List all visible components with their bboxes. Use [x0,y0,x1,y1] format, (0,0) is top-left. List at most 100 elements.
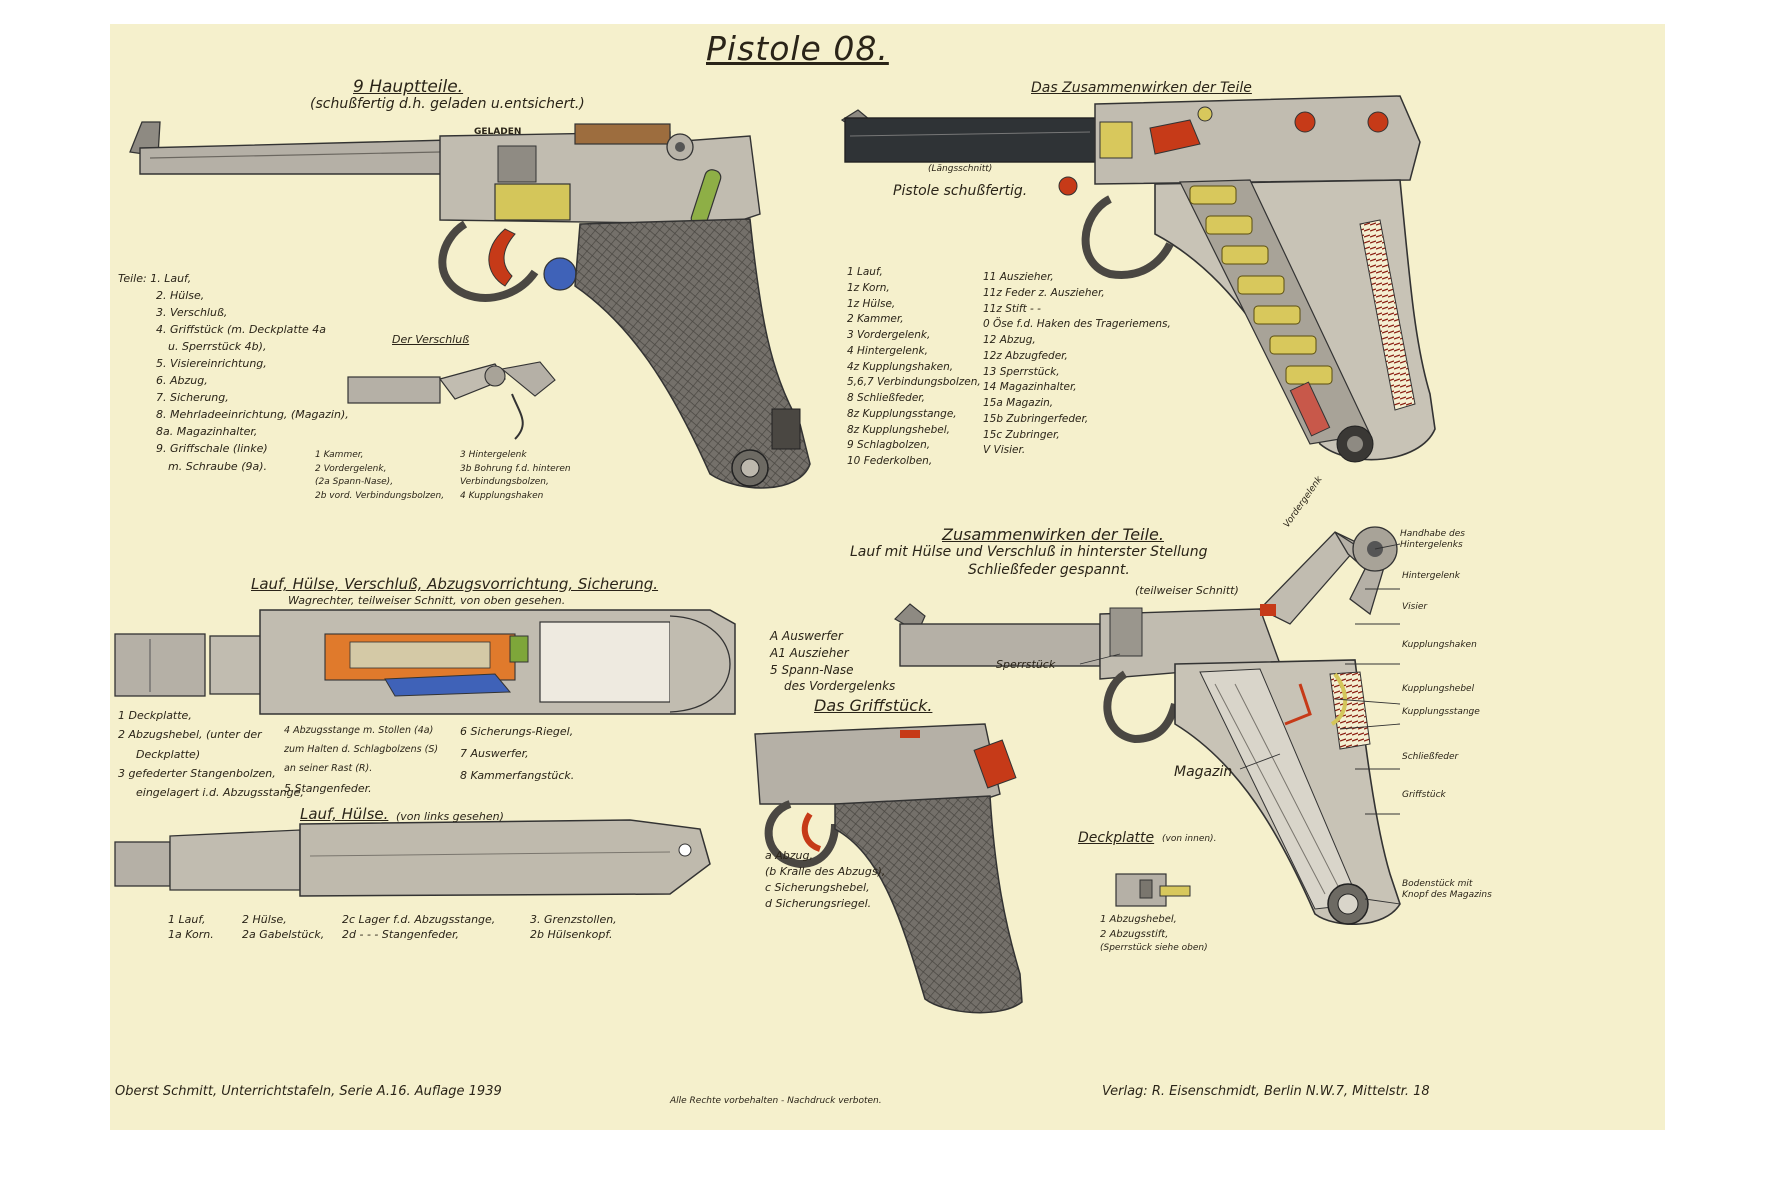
label-schliessfeder: Schließfeder [1402,752,1459,762]
side-view-list-1: 1 Lauf, 1a Korn. [168,912,214,943]
label-kupplungshaken: Kupplungshaken [1402,640,1477,650]
breech-item: 1 Kammer, [315,450,364,460]
recoil-line1: Lauf mit Hülse und Verschluß in hinterst… [850,544,1208,560]
top-item: 2 Abzugshebel, (unter der [118,728,262,742]
label-griffstueck: Griffstück [1402,790,1446,800]
footer-center: Alle Rechte vorbehalten - Nachdruck verb… [670,1096,882,1106]
ejector-item: des Vordergelenks [784,679,896,694]
label-handhabe: Handhabe des Hintergelenks [1400,529,1465,551]
side-item: 3. Grenzstollen, [530,913,617,926]
technical-drawings [114,95,1436,1014]
side-item: 1 Lauf, [168,913,206,926]
breech-heading: Der Verschluß [392,333,470,346]
top-view-list-1: 1 Deckplatte, 2 Abzugshebel, (unter der … [118,706,304,802]
cutaway-item: 1z Korn, [847,281,890,294]
cutaway-list-2: 11 Auszieher, 11z Feder z. Auszieher, 11… [983,270,1171,459]
breech-item: 2 Vordergelenk, [315,463,387,474]
cover-plate-heading: Deckplatte [1078,830,1155,846]
top-item: 7 Auswerfer, [460,747,529,760]
label-kupplungsstange: Kupplungsstange [1402,707,1480,717]
cutaway-item: 11z Feder z. Auszieher, [983,286,1105,299]
cutaway-item: 15a Magazin, [983,397,1054,409]
parts-item: 2. Hülse, [156,289,205,303]
cutaway-item: 1 Lauf, [847,266,883,278]
side-view-drawing [114,819,711,897]
top-item: an seiner Rast (R). [284,763,373,774]
side-view-list-2: 2 Hülse, 2a Gabelstück, [242,912,324,943]
label-visier: Visier [1402,602,1428,612]
footer-left: Oberst Schmitt, Unterrichtstafeln, Serie… [115,1084,502,1099]
main-heading: 9 Hauptteile. [353,77,464,97]
top-item: 4 Abzugsstange m. Stollen (4a) [284,725,434,736]
ejector-item: 5 Spann-Nase [770,662,854,677]
label-kupplungshebel: Kupplungshebel [1402,684,1475,694]
cutaway-item: 10 Federkolben, [847,455,933,467]
cutaway-item: 8 Schließfeder, [847,392,925,404]
side-view-list-4: 3. Grenzstollen, 2b Hülsenkopf. [530,912,617,943]
cutaway-item: 15c Zubringer, [983,428,1060,441]
parts-item: u. Sperrstück 4b), [168,340,267,354]
ejector-item: A Auswerfer [770,629,843,643]
cutaway-item: 8z Kupplungshebel, [847,423,950,436]
cutaway-item: 11z Stift - - [983,302,1041,315]
top-item: 8 Kammerfangstück. [460,769,575,782]
top-item: 3 gefederter Stangenbolzen, [118,766,276,780]
grip-item: a Abzug, [765,849,813,862]
breech-item: 2b vord. Verbindungsbolzen, [315,490,445,501]
breech-item: 3b Bohrung f.d. hinteren [460,463,571,474]
side-item: 2 Hülse, [242,913,287,926]
grip-item: d Sicherungsriegel. [765,896,872,910]
parts-item: 4. Griffstück (m. Deckplatte 4a [156,323,327,337]
grip-list: a Abzug, (b Kralle des Abzugs), c Sicher… [765,848,885,912]
cover-item: 1 Abzugshebel, [1100,914,1177,925]
footer-right: Verlag: R. Eisenschmidt, Berlin N.W.7, M… [1102,1084,1430,1099]
label-bodenstueck: Bodenstück mit Knopf des Magazins [1402,879,1492,901]
top-view-list-3: 6 Sicherungs-Riegel, 7 Auswerfer, 8 Kamm… [460,721,574,787]
grip-frame-drawing [754,723,1023,1014]
top-item: 6 Sicherungs-Riegel, [460,725,574,738]
main-subheading: (schußfertig d.h. geladen u.entsichert.) [310,96,585,112]
cover-item: (Sperrstück siehe oben) [1100,943,1208,953]
side-view-heading: Lauf, Hülse. [300,805,389,823]
breech-item: (2a Spann-Nase), [315,477,394,487]
parts-item: 8a. Magazinhalter, [156,425,258,439]
cutaway-heading: Das Zusammenwirken der Teile [1031,80,1252,96]
parts-item: 5. Visiereinrichtung, [156,357,267,371]
cover-item: 2 Abzugsstift, [1100,929,1169,940]
cutaway-item: 12z Abzugfeder, [983,349,1068,362]
grip-heading: Das Griffstück. [814,696,933,715]
label-hintergelenk: Hintergelenk [1402,571,1460,581]
cutaway-item: 12 Abzug, [983,334,1036,346]
main-parts-list: Teile: 1. Lauf, 2. Hülse, 3. Verschluß, … [118,270,349,475]
cutaway-item: 2 Kammer, [847,313,904,326]
top-item: zum Halten d. Schlagbolzens (S) [284,744,439,755]
cutaway-item: 3 Vordergelenk, [847,329,931,341]
ejector-list: A Auswerfer A1 Auszieher 5 Spann-Nase de… [770,628,895,695]
grip-item: c Sicherungshebel, [765,880,870,894]
top-item: 1 Deckplatte, [118,709,192,722]
cutaway-item: V Visier. [983,444,1026,457]
top-item: eingelagert i.d. Abzugsstange, [136,786,304,799]
breech-list-right: 3 Hintergelenk 3b Bohrung f.d. hinteren … [460,449,571,503]
cutaway-item: 5,6,7 Verbindungsbolzen, [847,376,981,389]
sheet-title: Pistole 08. [706,29,889,68]
main-pistol-drawing [129,121,811,489]
cover-plate-list: 1 Abzugshebel, 2 Abzugsstift, (Sperrstüc… [1100,912,1208,956]
cutaway-item: 11 Auszieher, [983,271,1054,283]
cutaway-item: 1z Hülse, [847,297,896,310]
top-view-subheading: Wagrechter, teilweiser Schnitt, von oben… [288,594,566,607]
loaded-stamp: GELADEN [474,127,522,137]
cutaway-item: 14 Magazinhalter, [983,381,1077,394]
top-view-drawing [114,609,736,715]
cutaway-item: 4z Kupplungshaken, [847,360,954,373]
cutaway-item: 9 Schlagbolzen, [847,439,931,452]
top-view-list-2: 4 Abzugsstange m. Stollen (4a) zum Halte… [284,721,438,800]
cover-plate-note: (von innen). [1162,834,1217,844]
parts-item: 9. Griffschale (linke) [156,442,268,456]
side-item: 2b Hülsenkopf. [530,928,613,942]
breech-item: Verbindungsbolzen, [460,477,549,487]
side-item: 2c Lager f.d. Abzugsstange, [342,913,496,926]
cutaway-label-ready: Pistole schußfertig. [893,183,1028,199]
cutaway-drawing [840,95,1436,463]
label-sperrstueck: Sperrstück [996,658,1056,671]
